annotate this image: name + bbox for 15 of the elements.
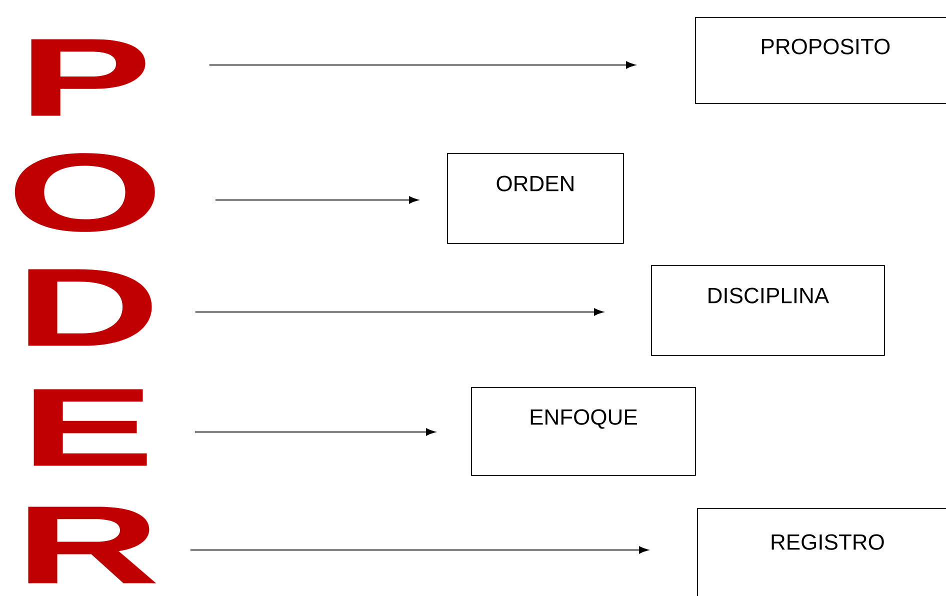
text-box: REGISTRO [697, 508, 946, 596]
text-box: ORDEN [447, 153, 624, 244]
letter: D [28, 269, 152, 346]
letter: O [14, 153, 155, 232]
letter: P [31, 39, 146, 116]
arrow [215, 196, 418, 204]
arrow [194, 308, 604, 316]
text-box: ENFOQUE [471, 387, 696, 476]
text-box: PROPOSITO [695, 17, 946, 104]
arrow [194, 428, 436, 436]
text-box: DISCIPLINA [651, 265, 885, 356]
arrow [190, 546, 648, 554]
arrow [208, 61, 636, 69]
letter: R [28, 506, 156, 584]
letter: E [34, 389, 147, 466]
